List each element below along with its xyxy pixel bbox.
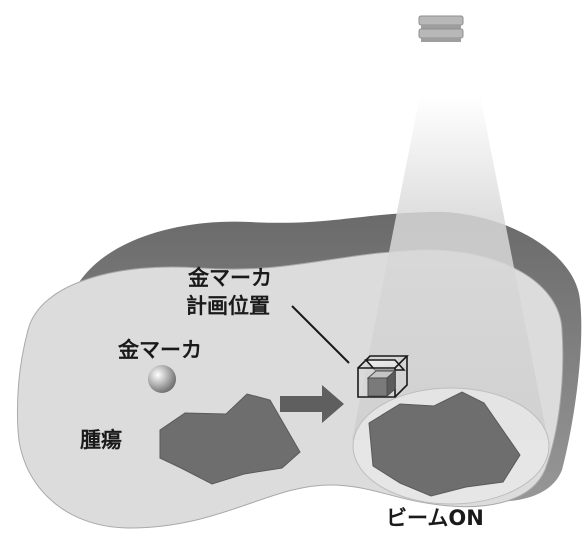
- wireframe-cube-icon: [357, 355, 409, 398]
- planned-marker-label-line2: 計画位置: [186, 294, 270, 318]
- tumor-label: 腫瘍: [80, 428, 122, 452]
- pointer-line: [291, 305, 350, 364]
- tumor-shape: [159, 393, 301, 485]
- beam-cone: [352, 95, 548, 440]
- planned-marker-label-line1: 金マーカ: [188, 266, 272, 290]
- linac-head-icon: [418, 15, 464, 42]
- beam-on-label: ビームON: [386, 506, 484, 530]
- gold-marker-label: 金マーカ: [118, 338, 202, 362]
- shift-arrow: [280, 385, 344, 423]
- gold-sphere-icon: [148, 365, 176, 393]
- tumor-planned-shape: [368, 391, 521, 497]
